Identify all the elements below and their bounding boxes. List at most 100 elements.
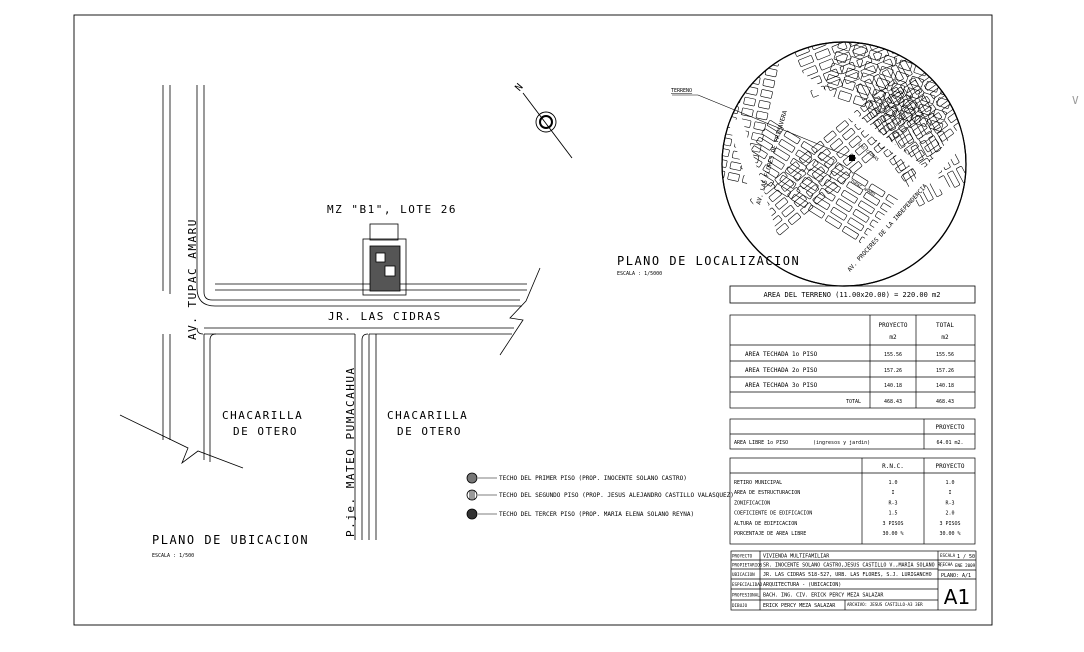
map-block	[873, 96, 887, 114]
map-block	[831, 42, 848, 54]
map-block	[886, 117, 902, 131]
tb-row-value: VIVIENDA MULTIFAMILIAR	[763, 554, 830, 560]
map-block	[918, 95, 932, 113]
map-block	[774, 183, 791, 198]
map-block	[919, 117, 932, 135]
map-block	[817, 148, 831, 161]
areas-total-proyecto: 468.43	[884, 399, 902, 405]
map-block	[766, 120, 784, 134]
map-block	[846, 181, 863, 195]
map-block	[812, 192, 826, 205]
param-row-proyecto: I	[948, 490, 951, 496]
map-block	[909, 100, 923, 117]
map-block	[913, 115, 928, 127]
map-block	[769, 46, 782, 56]
map-block	[786, 161, 800, 174]
map-block	[741, 107, 754, 118]
map-block	[830, 163, 844, 177]
map-block	[841, 190, 858, 204]
map-block	[891, 112, 905, 125]
map-block	[669, 160, 681, 169]
libre-label: AREA LIBRE 1o PISO	[734, 440, 788, 446]
areas-row-2-label: AREA TECHADA 2o PISO	[745, 367, 818, 374]
map-block	[692, 52, 704, 61]
map-block	[893, 154, 906, 172]
map-block	[855, 83, 869, 101]
map-block	[927, 113, 941, 130]
map-block	[872, 89, 886, 102]
lot-outline	[369, 223, 399, 241]
tb-row-value: ARQUITECTURA - (UBICACION)	[763, 582, 841, 588]
map-block	[818, 187, 836, 202]
av-tupac-lower-curve2	[209, 333, 217, 341]
corner-curve-top2	[196, 287, 522, 307]
map-block	[696, 31, 708, 40]
map-block	[855, 143, 869, 156]
street-pje-mateo-pumacahua: P.je. MATEO PUMACAHUA	[344, 366, 357, 537]
tb-archivo: ARCHIVO: JESUS CASTILLO-A3 3ER	[847, 602, 923, 607]
libre-table	[729, 418, 976, 450]
lot-label: MZ "B1", LOTE 26	[327, 203, 457, 216]
map-block	[927, 112, 942, 126]
map-block	[956, 91, 966, 105]
map-block	[702, 77, 714, 86]
map-block	[947, 48, 963, 62]
map-block	[837, 42, 852, 52]
areas-table	[729, 314, 976, 409]
map-block	[790, 158, 807, 172]
map-block	[830, 62, 845, 75]
map-block	[698, 166, 710, 175]
map-block	[900, 104, 914, 122]
param-row-rnc: 3 PISOS	[882, 521, 903, 527]
map-block	[919, 140, 933, 157]
map-block	[737, 50, 751, 61]
map-road	[824, 115, 966, 286]
map-block	[944, 42, 960, 44]
title-block	[730, 550, 977, 611]
param-row-proyecto: R-3	[945, 500, 954, 506]
map-block	[873, 48, 889, 61]
map-block	[885, 42, 902, 44]
areas-row-3-total: 140.18	[936, 383, 954, 389]
param-row-rnc: R-3	[888, 500, 897, 506]
map-block	[852, 44, 867, 57]
map-block	[957, 15, 973, 27]
map-block	[890, 64, 904, 82]
tb-escala-key: ESCALA	[940, 553, 956, 558]
legend-swatch-3	[466, 508, 478, 520]
map-block	[919, 18, 935, 30]
map-block	[825, 215, 842, 229]
map-block	[925, 81, 940, 93]
pje-curve	[361, 333, 369, 341]
map-block	[857, 8, 873, 20]
map-block	[897, 94, 911, 107]
map-block	[723, 47, 736, 58]
map-block	[743, 29, 755, 38]
map-block	[843, 72, 860, 84]
param-row-rnc: 30.00 %	[882, 531, 903, 537]
map-block	[837, 171, 850, 184]
map-block	[868, 183, 886, 198]
map-block	[845, 67, 860, 80]
map-block	[680, 106, 692, 115]
map-block	[873, 74, 886, 91]
areas-row-1-proyecto: 155.56	[884, 352, 902, 358]
map-block	[898, 59, 913, 72]
map-block	[927, 42, 944, 51]
param-table	[729, 457, 976, 545]
tb-row-key: PROYECTO	[732, 554, 753, 559]
map-block	[923, 28, 939, 40]
map-block	[762, 164, 780, 179]
lot-building	[362, 238, 407, 296]
map-block	[835, 198, 853, 212]
map-block	[693, 120, 705, 129]
param-row-proyecto: 3 PISOS	[939, 521, 960, 527]
map-block	[863, 192, 880, 206]
map-block	[965, 72, 966, 86]
map-block	[760, 89, 773, 99]
map-block	[688, 141, 700, 150]
map-block	[974, 54, 989, 67]
map-block	[695, 109, 707, 118]
map-road	[777, 56, 963, 204]
map-block	[683, 95, 695, 104]
